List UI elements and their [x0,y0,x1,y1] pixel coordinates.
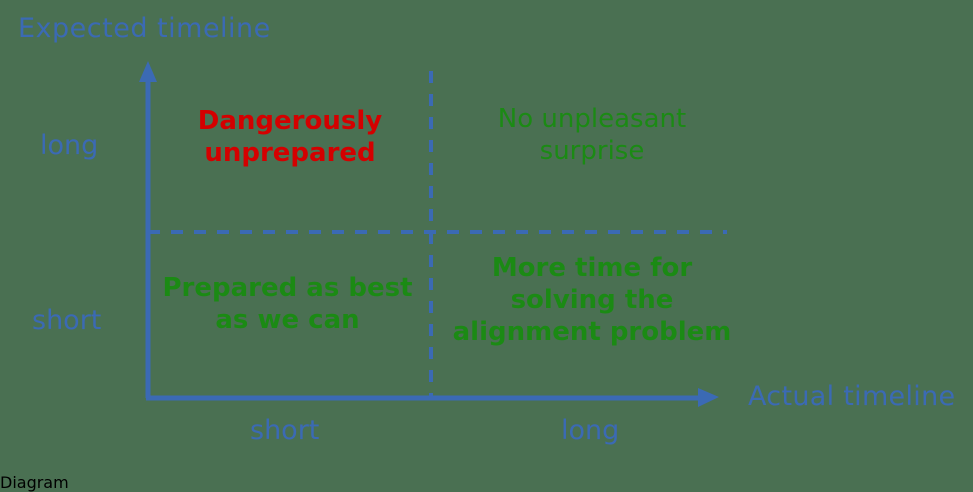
quadrant-label-more-time-for-solving-alignment: More time for solving the alignment prob… [452,253,732,348]
y-axis-tick-long: long [40,130,99,161]
quadrant-label-prepared-as-best-as-we-can: Prepared as best as we can [162,273,413,336]
quadrant-label-dangerously-unprepared: Dangerously unprepared [197,106,383,169]
quadrant-label-no-unpleasant-surprise: No unpleasant surprise [497,104,687,167]
y-axis-arrowhead-icon [139,61,157,82]
x-axis-arrowhead-icon [698,388,719,407]
y-axis-title: Expected timeline [18,13,271,44]
x-axis-tick-long: long [561,415,620,446]
x-axis-tick-short: short [250,415,320,446]
axes-and-gridlines [139,61,727,407]
y-axis-tick-short: short [32,305,102,336]
x-axis-title: Actual timeline [748,381,956,412]
quadrant-diagram-canvas: Expected timeline Actual timeline long s… [18,13,956,446]
